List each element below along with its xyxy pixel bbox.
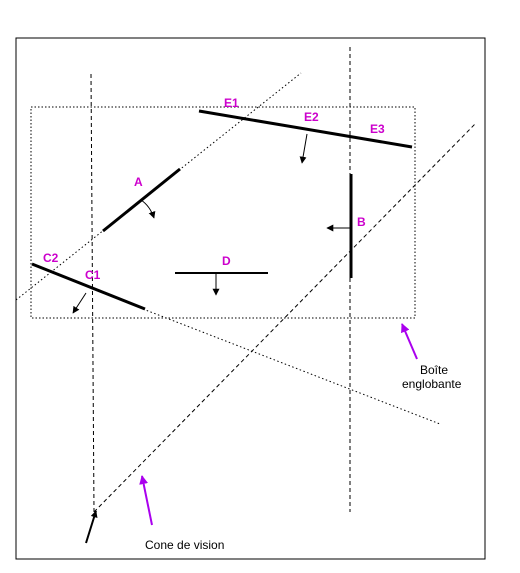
segment-e — [198, 109, 413, 149]
label-b: B — [357, 215, 366, 229]
normal-arrow-c — [72, 292, 87, 314]
label-c2: C2 — [43, 251, 59, 265]
label-e1: E1 — [224, 96, 239, 110]
label-e3: E3 — [370, 122, 385, 136]
outer-frame — [15, 37, 486, 560]
label-a: A — [134, 175, 143, 189]
bounding-box-annotation-arrow — [401, 323, 418, 360]
normal-arrow-a — [140, 199, 156, 219]
bounding-box-label-line1: Boîte — [420, 363, 448, 377]
vertical-dashed-line-left — [90, 73, 95, 513]
label-d: D — [222, 254, 231, 268]
viewpoint-arrow — [85, 510, 98, 544]
segment-c — [31, 262, 146, 311]
normal-arrow-e — [299, 133, 308, 164]
view-cone-edge-upper — [15, 72, 302, 301]
view-cone-label: Cone de vision — [145, 538, 224, 552]
view-cone-annotation-arrow — [139, 475, 153, 526]
label-c1: C1 — [85, 268, 101, 282]
bounding-box-label-line2: englobante — [402, 377, 462, 391]
label-e2: E2 — [304, 110, 319, 124]
plane-c-extension-line — [142, 308, 441, 425]
